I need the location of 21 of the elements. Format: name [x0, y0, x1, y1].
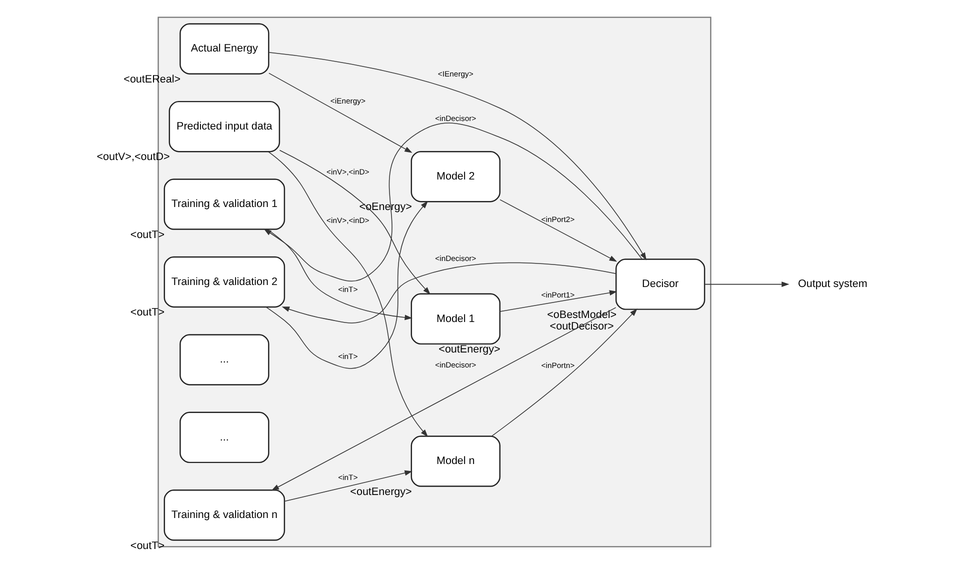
node-label: <outEnergy> [438, 344, 500, 356]
edge-label: <inPort1> [540, 290, 574, 300]
edge-label: <inV>,<inD> [326, 216, 369, 225]
edge-label: <inPortn> [540, 361, 574, 370]
edge-label: <inPort2> [540, 214, 574, 224]
node-label: <outEReal> [123, 73, 180, 86]
edge-label: <inDecisor> [434, 360, 476, 370]
edge-label: <inT> [338, 352, 358, 361]
edge-label: <inDecisor> [434, 114, 476, 124]
node-label: <outT> [130, 306, 164, 319]
edge-label: <inT> [338, 285, 358, 294]
edge-label: <inV>,<inD> [326, 167, 369, 176]
edge-label: <inDecisor> [434, 254, 476, 264]
edge-label: <iEnergy> [330, 96, 365, 106]
node-label: <outEnergy> [350, 486, 412, 498]
node-label: <outT> [130, 228, 164, 241]
edge-label: <IEnergy> [437, 70, 473, 79]
node-text: Output system [797, 278, 867, 290]
node-label: <outT> [130, 540, 164, 552]
edge-label: <inT> [338, 472, 358, 482]
node-label: <outV>,<outD> [96, 151, 170, 164]
